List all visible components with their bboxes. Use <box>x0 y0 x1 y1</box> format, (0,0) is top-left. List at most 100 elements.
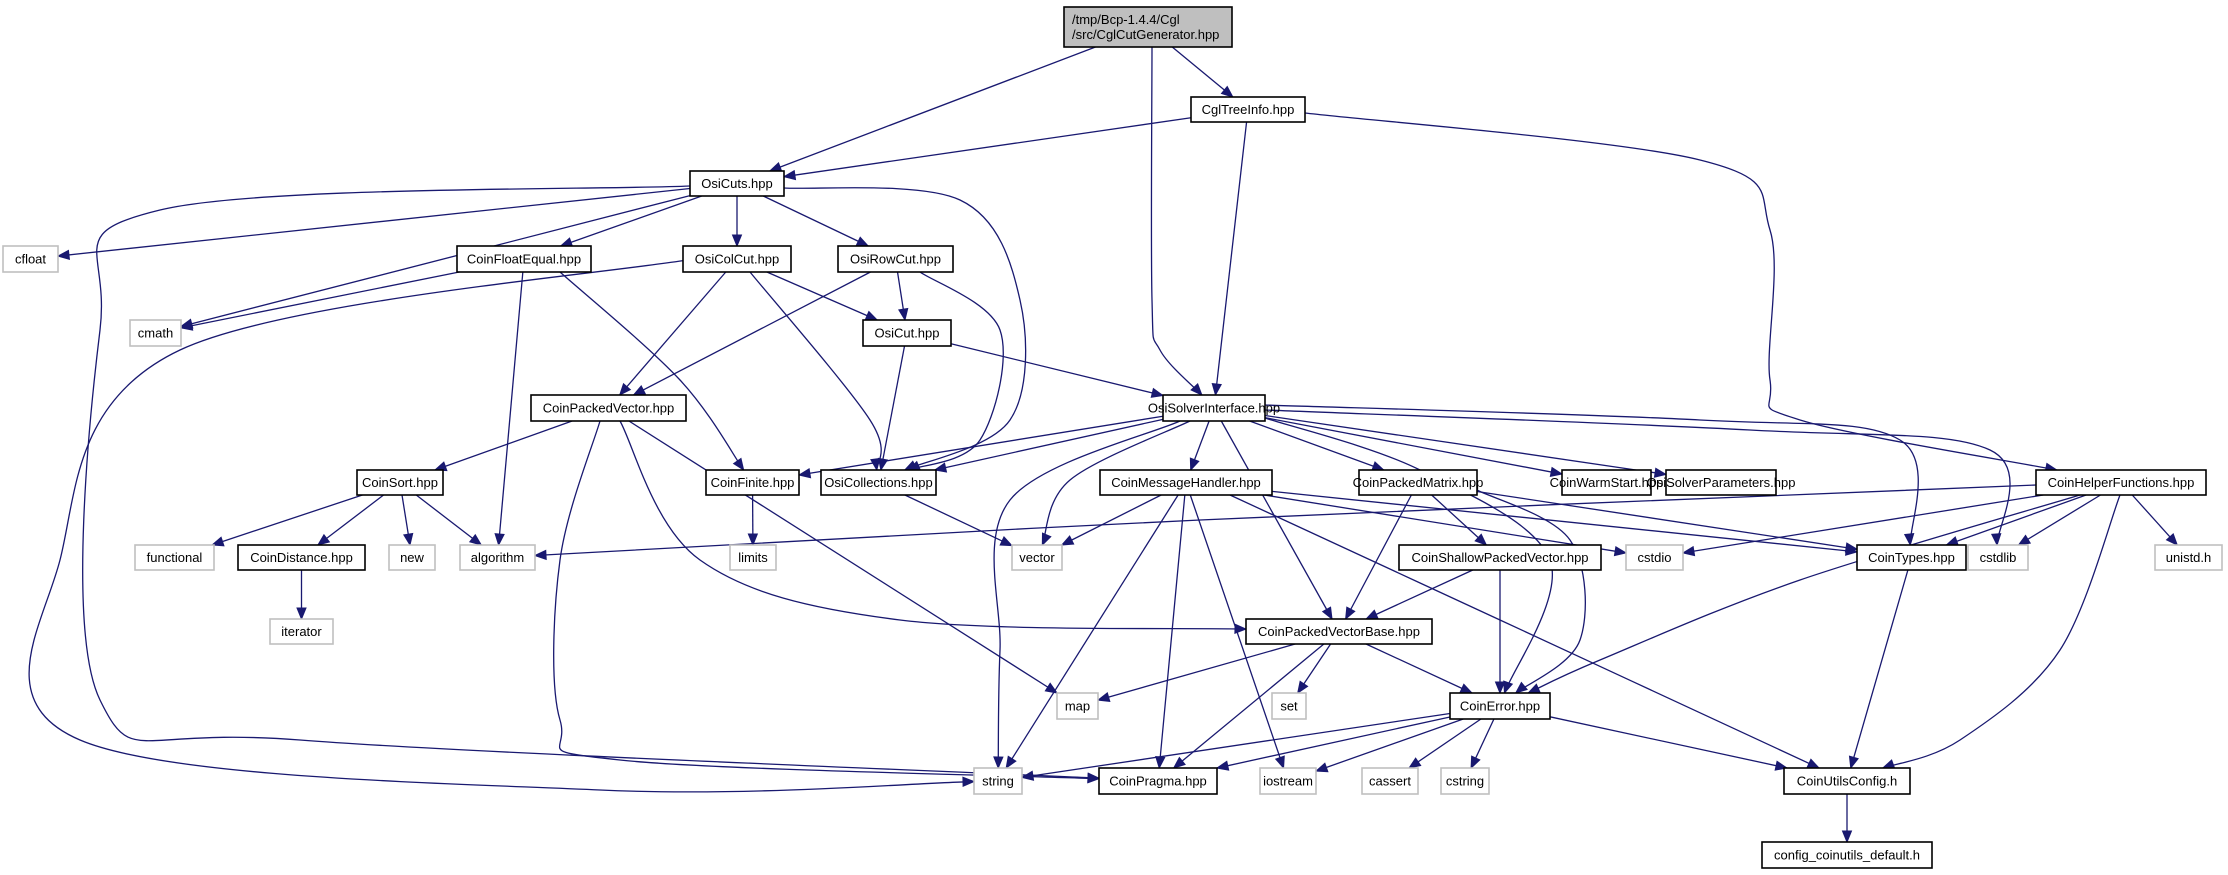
edge-OsiCuts-to-CoinFloatEqual <box>560 195 702 247</box>
node-CoinPragma[interactable]: CoinPragma.hpp <box>1098 767 1218 795</box>
node-label: /src/CglCutGenerator.hpp <box>1072 27 1219 42</box>
edge-CoinPackedVectorBase-to-CoinError-arrowhead <box>1459 683 1474 694</box>
node-label: iterator <box>281 624 322 639</box>
edge-root-to-OsiSolverInterface-arrowhead <box>1190 383 1203 396</box>
node-box <box>1063 6 1233 48</box>
edge-OsiColCut-to-string <box>28 257 975 793</box>
node-box <box>1440 767 1490 795</box>
node-label: cstring <box>1446 774 1484 789</box>
node-box <box>356 469 444 496</box>
edge-CoinMessageHandler-to-CoinPragma-arrowhead <box>1155 756 1166 770</box>
node-box <box>1259 767 1317 795</box>
edge-OsiColCut-to-OsiCollections-arrowhead <box>870 457 881 472</box>
edge-CoinPackedMatrix-to-CoinError-arrowhead <box>1514 681 1528 694</box>
node-iostream: iostream <box>1259 767 1317 795</box>
node-CoinShallowPackedVector[interactable]: CoinShallowPackedVector.hpp <box>1398 544 1602 571</box>
node-OsiSolverParameters[interactable]: OsiSolverParameters.hpp <box>1647 469 1796 496</box>
node-label: new <box>400 550 424 565</box>
node-OsiCollections[interactable]: OsiCollections.hpp <box>820 469 937 496</box>
node-box <box>134 544 215 571</box>
edge-CoinMessageHandler-to-CoinTypes <box>1271 490 1858 553</box>
node-CoinPackedVectorBase[interactable]: CoinPackedVectorBase.hpp <box>1245 618 1433 645</box>
edge-OsiSolverInterface-to-CoinPackedMatrix-arrowhead <box>1371 461 1386 471</box>
node-label: CoinShallowPackedVector.hpp <box>1411 550 1588 565</box>
node-CoinWarmStart[interactable]: CoinWarmStart.hpp <box>1550 469 1664 496</box>
edge-CoinMessageHandler-to-iostream <box>1189 494 1285 769</box>
edge-OsiCuts-to-cfloat <box>57 187 691 257</box>
node-map: map <box>1056 692 1099 720</box>
node-CoinDistance[interactable]: CoinDistance.hpp <box>237 544 366 571</box>
node-box <box>689 170 785 197</box>
edge-CoinMessageHandler-to-vector-arrowhead <box>1060 535 1075 546</box>
node-CoinUtilsConfig[interactable]: CoinUtilsConfig.h <box>1783 767 1911 795</box>
edge-CoinFloatEqual-to-CoinFinite-arrowhead <box>732 457 745 472</box>
edge-CoinSort-to-new-arrowhead <box>403 532 414 547</box>
node-box <box>456 245 592 273</box>
edge-CoinMessageHandler-to-CoinPragma <box>1158 494 1186 769</box>
node-OsiColCut[interactable]: OsiColCut.hpp <box>682 245 792 273</box>
edge-CoinPackedVectorBase-to-map <box>1097 643 1296 701</box>
node-label: limits <box>738 550 768 565</box>
node-box <box>530 394 687 422</box>
edge-CoinHelperFunctions-to-CoinError-arrowhead <box>1527 683 1541 694</box>
node-OsiCut[interactable]: OsiCut.hpp <box>862 319 952 347</box>
node-box <box>2035 469 2207 496</box>
node-config_coinutils_default[interactable]: config_coinutils_default.h <box>1761 841 1933 869</box>
node-CoinFloatEqual[interactable]: CoinFloatEqual.hpp <box>456 245 592 273</box>
node-OsiCuts[interactable]: OsiCuts.hpp <box>689 170 785 197</box>
edge-CoinMessageHandler-to-CoinUtilsConfig-arrowhead <box>1806 758 1821 769</box>
edge-OsiRowCut-to-CoinPackedVector-arrowhead <box>632 385 647 396</box>
edge-CoinShallowPackedVector-to-CoinPackedVectorBase-arrowhead <box>1364 609 1379 620</box>
edge-CoinError-to-string <box>1021 712 1451 779</box>
node-CoinFinite[interactable]: CoinFinite.hpp <box>705 469 800 496</box>
edge-CglTreeInfo-to-OsiCuts <box>783 117 1192 178</box>
node-root[interactable]: /tmp/Bcp-1.4.4/Cgl/src/CglCutGenerator.h… <box>1063 6 1233 48</box>
node-string: string <box>973 767 1023 795</box>
node-CoinMessageHandler[interactable]: CoinMessageHandler.hpp <box>1099 469 1273 496</box>
node-unistd: unistd.h <box>2154 544 2223 571</box>
node-box <box>1099 469 1273 496</box>
edge-CoinPackedVector-to-CoinPragma <box>553 420 1100 780</box>
edge-CoinFloatEqual-to-cmath-arrowhead <box>179 320 194 331</box>
edge-OsiRowCut-to-OsiCut-arrowhead <box>898 307 909 322</box>
edge-CoinHelperFunctions-to-unistd-arrowhead <box>2165 532 2179 546</box>
node-label: OsiCut.hpp <box>874 326 939 341</box>
node-label: OsiRowCut.hpp <box>850 252 941 267</box>
edge-OsiColCut-to-OsiCollections <box>749 271 882 471</box>
edge-OsiSolverInterface-to-OsiCollections-arrowhead <box>933 462 948 473</box>
node-box <box>1190 96 1306 123</box>
edge-OsiCuts-to-OsiCollections <box>783 187 1027 471</box>
node-CglTreeInfo[interactable]: CglTreeInfo.hpp <box>1190 96 1306 123</box>
node-cmath: cmath <box>129 319 182 347</box>
edge-OsiColCut-to-string-arrowhead <box>962 776 976 788</box>
node-CoinError[interactable]: CoinError.hpp <box>1449 692 1551 720</box>
edge-CoinPackedVectorBase-to-CoinPragma-arrowhead <box>1172 756 1186 769</box>
node-box <box>1098 767 1218 795</box>
node-label: CoinError.hpp <box>1460 699 1540 714</box>
node-CoinSort[interactable]: CoinSort.hpp <box>356 469 444 496</box>
node-box <box>1398 544 1602 571</box>
edge-OsiSolverInterface-to-OsiCollections <box>934 418 1164 471</box>
node-cassert: cassert <box>1361 767 1419 795</box>
node-CoinPackedVector[interactable]: CoinPackedVector.hpp <box>530 394 687 422</box>
node-CoinHelperFunctions[interactable]: CoinHelperFunctions.hpp <box>2035 469 2207 496</box>
node-label: /tmp/Bcp-1.4.4/Cgl <box>1072 12 1180 27</box>
node-box <box>862 319 952 347</box>
node-box <box>129 319 182 347</box>
node-CoinTypes[interactable]: CoinTypes.hpp <box>1856 544 1967 571</box>
node-box <box>1665 469 1777 496</box>
edge-OsiSolverInterface-to-CoinTypes <box>1264 404 1919 546</box>
node-box <box>237 544 366 571</box>
edge-CoinError-to-string-arrowhead <box>1020 770 1035 781</box>
edge-CoinDistance-to-iterator-arrowhead <box>296 607 307 621</box>
node-OsiRowCut[interactable]: OsiRowCut.hpp <box>837 245 954 273</box>
node-OsiSolverInterface[interactable]: OsiSolverInterface.hpp <box>1148 394 1280 422</box>
edge-CoinMessageHandler-to-cstdio-arrowhead <box>1613 545 1628 557</box>
edge-OsiSolverInterface-to-vector <box>1041 420 1191 546</box>
edge-CoinFloatEqual-to-algorithm <box>497 271 524 546</box>
edge-root-to-OsiCuts-arrowhead <box>768 162 783 172</box>
edge-OsiColCut-to-CoinPackedVector-arrowhead <box>618 382 632 397</box>
node-CoinPackedMatrix[interactable]: CoinPackedMatrix.hpp <box>1353 469 1484 496</box>
node-box <box>1625 544 1684 571</box>
edge-CoinError-to-cassert <box>1408 718 1482 769</box>
